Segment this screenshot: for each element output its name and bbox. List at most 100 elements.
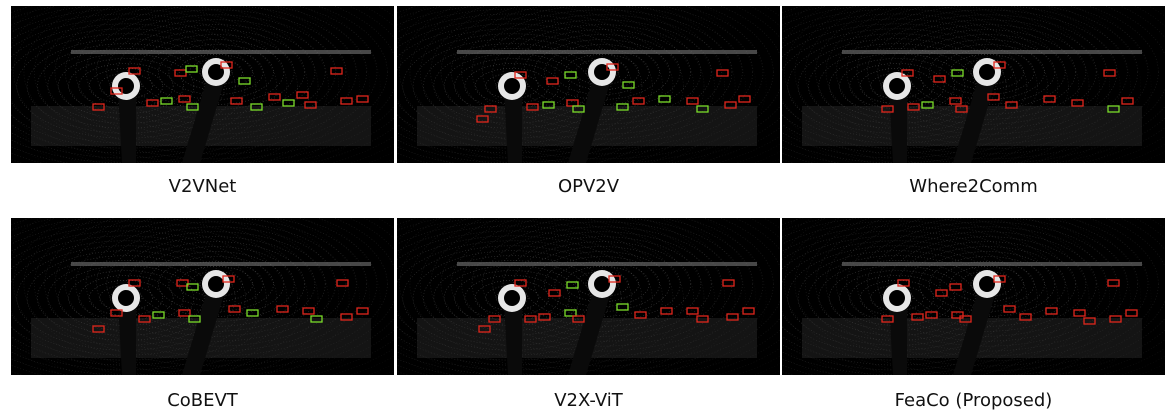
bounding-box-overlay <box>186 283 199 291</box>
lidar-point-cloud-image <box>397 218 780 375</box>
bounding-box-overlay <box>564 71 577 79</box>
bounding-box-overlay <box>949 283 962 291</box>
bounding-box-overlay <box>524 315 537 323</box>
bounding-box-overlay <box>616 103 629 111</box>
bounding-box-overlay <box>722 279 735 287</box>
bounding-box-overlay <box>572 315 585 323</box>
panel-where2comm <box>782 6 1165 163</box>
bounding-box-overlay <box>340 313 353 321</box>
bounding-box-overlay <box>302 307 315 315</box>
bounding-box-overlay <box>526 103 539 111</box>
bounding-box-overlay <box>696 105 709 113</box>
bounding-box-overlay <box>1107 105 1120 113</box>
bounding-box-overlay <box>282 99 295 107</box>
bounding-box-overlay <box>548 289 561 297</box>
bounding-box-overlay <box>1073 309 1086 317</box>
bounding-box-overlay <box>268 93 281 101</box>
bounding-box-overlay <box>897 279 910 287</box>
bounding-box-overlay <box>146 99 159 107</box>
bounding-box-overlay <box>724 101 737 109</box>
bounding-box-overlay <box>686 97 699 105</box>
bounding-box-overlay <box>951 69 964 77</box>
bounding-box-overlay <box>238 77 251 85</box>
bounding-box-overlay <box>138 315 151 323</box>
bounding-box-overlay <box>185 65 198 73</box>
bounding-box-overlay <box>1003 305 1016 313</box>
lidar-point-cloud-image <box>11 6 394 163</box>
bounding-box-overlay <box>566 281 579 289</box>
bounding-box-overlay <box>110 309 123 317</box>
bounding-box-overlay <box>951 311 964 319</box>
bounding-box-overlay <box>987 93 1000 101</box>
bounding-box-overlay <box>993 275 1006 283</box>
bounding-box-overlay <box>1125 309 1138 317</box>
panel-cobevt <box>11 218 394 375</box>
bounding-box-overlay <box>925 311 938 319</box>
bounding-box-overlay <box>921 101 934 109</box>
caption-v2vnet: V2VNet <box>168 176 237 197</box>
bounding-box-overlay <box>488 315 501 323</box>
bounding-box-overlay <box>1107 279 1120 287</box>
bounding-box-overlay <box>616 303 629 311</box>
panel-feaco <box>782 218 1165 375</box>
bounding-box-overlay <box>310 315 323 323</box>
bounding-box-overlay <box>110 87 123 95</box>
bounding-box-overlay <box>622 81 635 89</box>
bounding-box-overlay <box>1103 69 1116 77</box>
bounding-box-overlay <box>340 97 353 105</box>
bounding-box-overlay <box>881 315 894 323</box>
bounding-box-overlay <box>1005 101 1018 109</box>
bounding-box-overlay <box>514 71 527 79</box>
bounding-box-overlay <box>933 75 946 83</box>
bounding-box-overlay <box>152 311 165 319</box>
bounding-box-overlay <box>1043 95 1056 103</box>
bounding-box-overlay <box>476 115 489 123</box>
panel-v2vnet <box>11 6 394 163</box>
bounding-box-overlay <box>230 97 243 105</box>
bounding-box-overlay <box>1083 317 1096 325</box>
bounding-box-overlay <box>993 61 1006 69</box>
bounding-box-overlay <box>246 309 259 317</box>
bounding-box-overlay <box>222 275 235 283</box>
bounding-box-overlay <box>176 279 189 287</box>
bounding-box-overlay <box>959 315 972 323</box>
bounding-box-overlay <box>514 279 527 287</box>
bounding-box-overlay <box>907 103 920 111</box>
bounding-box-overlay <box>336 279 349 287</box>
bounding-box-overlay <box>881 105 894 113</box>
bounding-box-overlay <box>178 95 191 103</box>
bounding-box-overlay <box>484 105 497 113</box>
bounding-box-overlay <box>632 97 645 105</box>
bounding-box-overlay <box>546 77 559 85</box>
bounding-box-overlay <box>128 279 141 287</box>
bounding-box-overlay <box>911 313 924 321</box>
bounding-box-overlay <box>608 275 621 283</box>
lidar-point-cloud-image <box>782 218 1165 375</box>
bounding-box-overlay <box>542 101 555 109</box>
bounding-box-overlay <box>250 103 263 111</box>
panel-v2x-vit <box>397 218 780 375</box>
bounding-box-overlay <box>356 307 369 315</box>
bounding-box-overlay <box>726 313 739 321</box>
caption-cobevt: CoBEVT <box>167 390 238 411</box>
bounding-box-overlay <box>178 309 191 317</box>
bounding-box-overlay <box>356 95 369 103</box>
bounding-box-overlay <box>296 91 309 99</box>
bounding-box-overlay <box>572 105 585 113</box>
bounding-box-overlay <box>330 67 343 75</box>
bounding-box-overlay <box>606 63 619 71</box>
bounding-box-overlay <box>686 307 699 315</box>
caption-v2x-vit: V2X-ViT <box>554 390 623 411</box>
bounding-box-overlay <box>92 325 105 333</box>
caption-opv2v: OPV2V <box>557 176 620 197</box>
bounding-box-overlay <box>658 95 671 103</box>
bounding-box-overlay <box>716 69 729 77</box>
bounding-box-overlay <box>742 307 755 315</box>
bounding-box-overlay <box>564 309 577 317</box>
bounding-box-overlay <box>955 105 968 113</box>
lidar-point-cloud-image <box>782 6 1165 163</box>
bounding-box-overlay <box>304 101 317 109</box>
bounding-box-overlay <box>1109 315 1122 323</box>
bounding-box-overlay <box>634 311 647 319</box>
bounding-box-overlay <box>478 325 491 333</box>
